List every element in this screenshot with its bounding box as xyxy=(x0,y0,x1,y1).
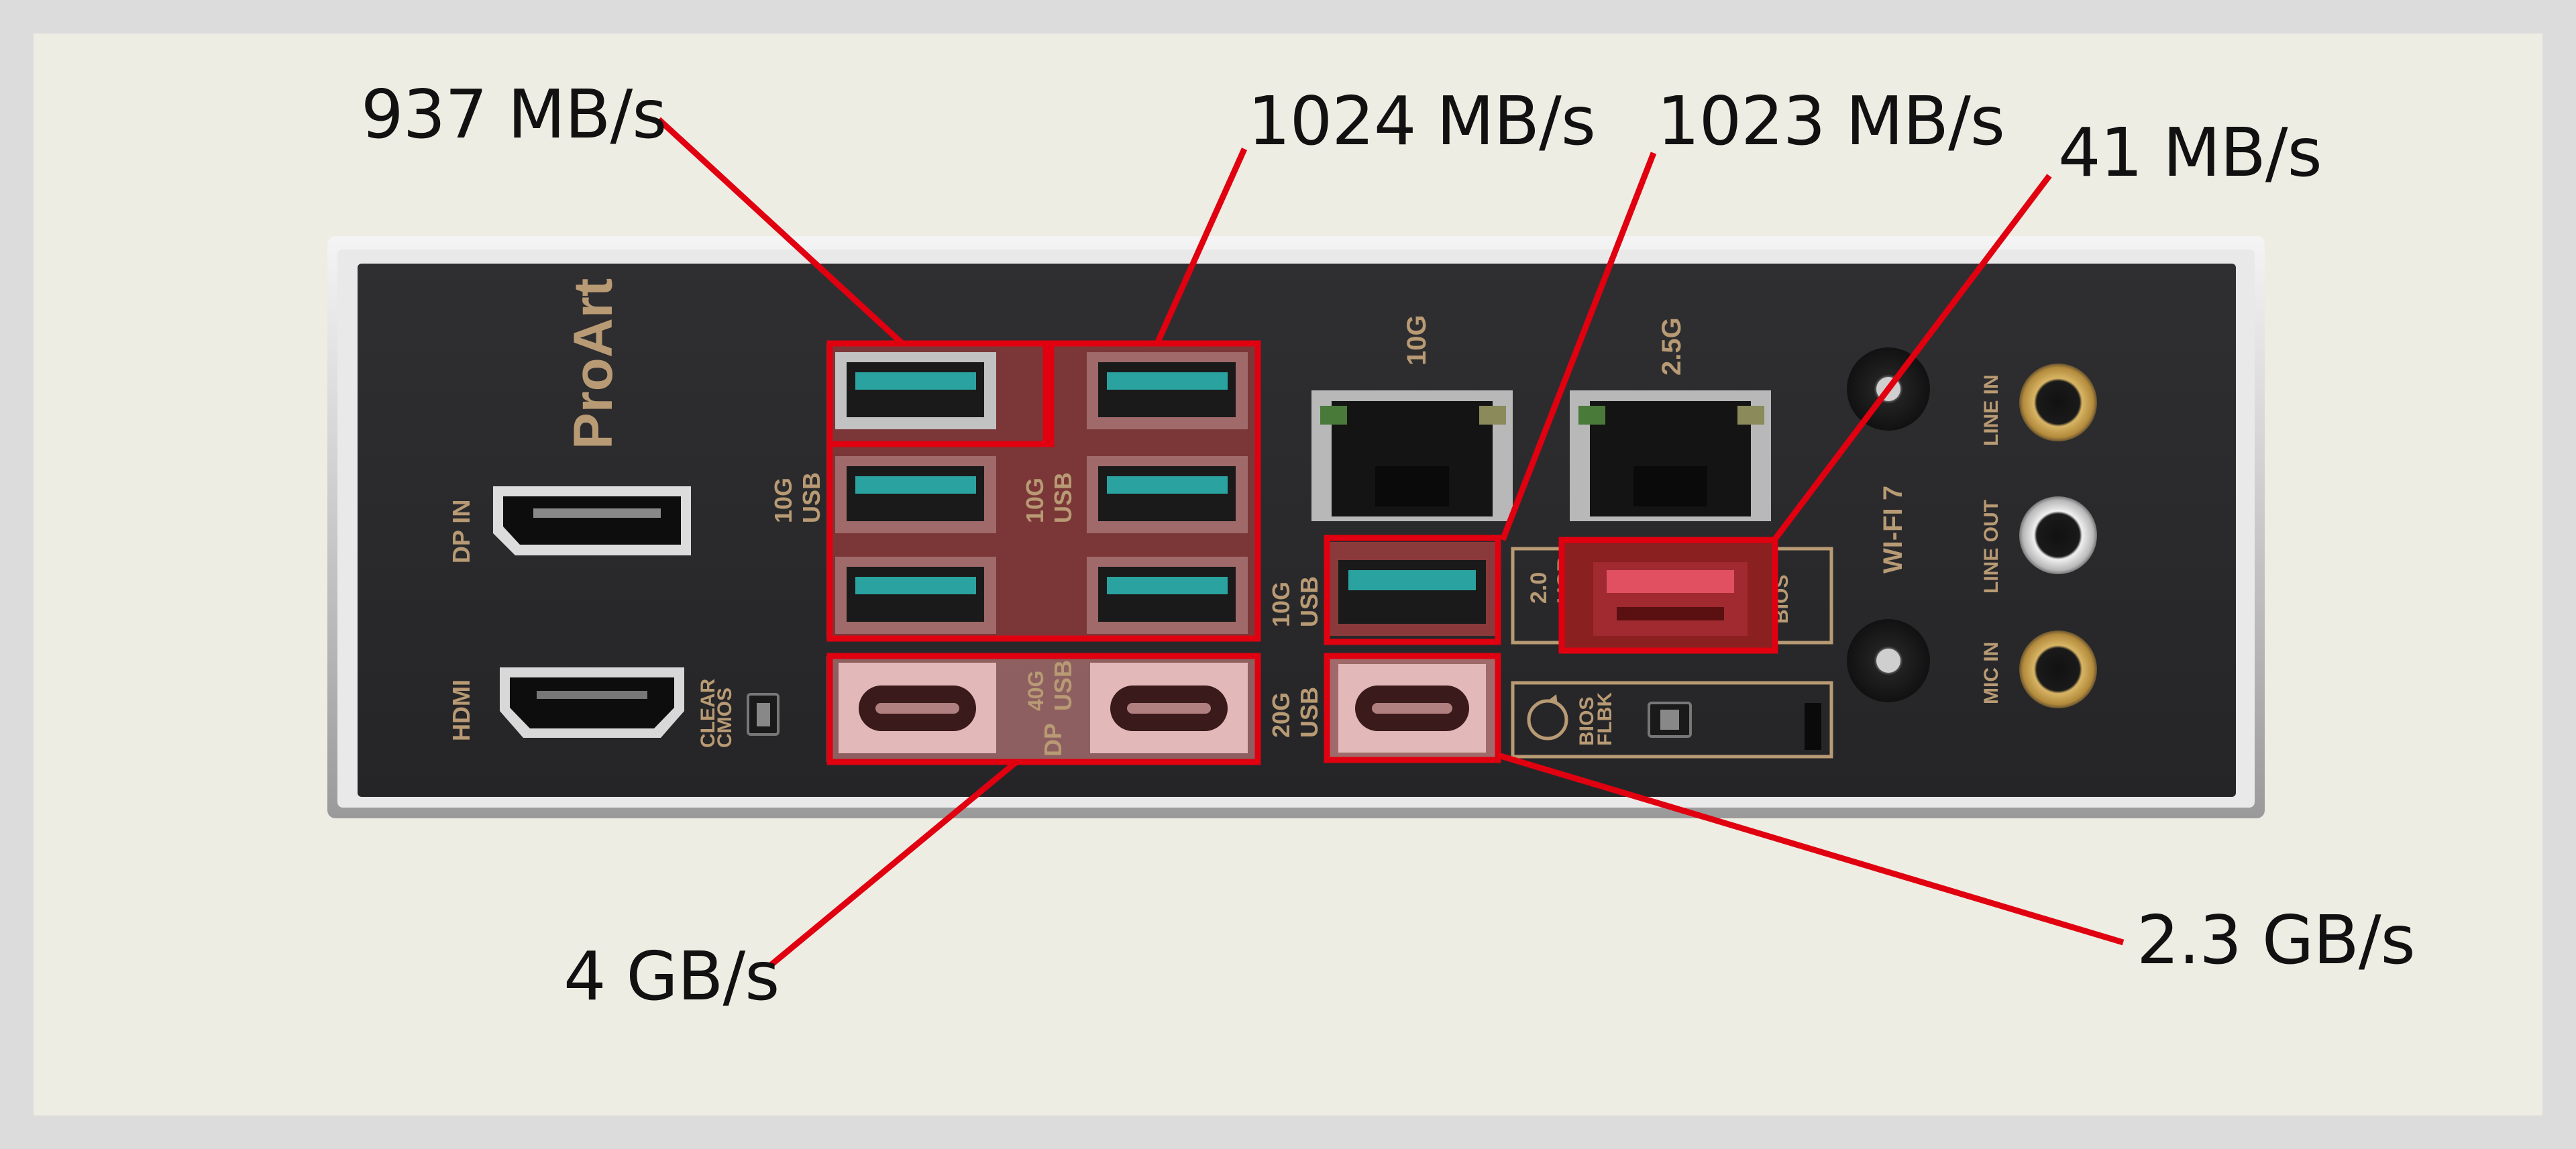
usb-10g-single-label-2: USB xyxy=(1295,576,1323,627)
line-out-label: LINE OUT xyxy=(1980,500,2002,594)
usb-c-40g-port-2[interactable] xyxy=(1090,663,1248,753)
line-out-jack[interactable] xyxy=(2019,496,2097,574)
mic-in-label: MIC IN xyxy=(1980,642,2002,704)
clear-cmos-label-2: CMOS xyxy=(714,688,736,748)
hdmi-label: HDMI xyxy=(447,679,475,741)
highlight-usb-c-20g xyxy=(1324,653,1501,763)
usb-40g-label-1: 40G xyxy=(1024,671,1048,711)
leader-2-3gb xyxy=(1495,751,2125,946)
line-in-label: LINE IN xyxy=(1980,374,2002,446)
usb-c-40g-port-1[interactable] xyxy=(839,663,996,753)
usb-a-10g-single-port[interactable] xyxy=(1327,542,1498,636)
leader-937 xyxy=(656,117,905,346)
clear-cmos-button[interactable] xyxy=(747,693,780,736)
speed-label-1023: 1023 MB/s xyxy=(1657,82,2004,160)
usb-a-block xyxy=(826,343,1258,639)
usb-a-port-5[interactable] xyxy=(835,557,996,634)
wifi-antenna-connector-2[interactable] xyxy=(1847,619,1930,702)
speed-label-4gb: 4 GB/s xyxy=(564,937,779,1016)
leader-41 xyxy=(1772,174,2052,542)
speed-label-41: 41 MB/s xyxy=(2058,113,2322,192)
lan-10g-label: 10G xyxy=(1402,315,1432,366)
usb-10g-left-label-2: USB xyxy=(798,472,825,523)
lan-10g-port[interactable] xyxy=(1311,390,1513,521)
usb-a-port-6[interactable] xyxy=(1087,557,1248,634)
leader-4gb xyxy=(769,759,1018,967)
proart-logo: ProArt xyxy=(563,278,624,449)
bios-flbk-label-2: FLBK xyxy=(1594,692,1616,746)
usb-a-port-2[interactable] xyxy=(1087,352,1248,429)
dp-label: DP xyxy=(1039,723,1067,757)
leader-lines xyxy=(656,117,2125,967)
highlight-boxes xyxy=(826,340,1778,765)
usb-10g-right-label-2: USB xyxy=(1049,472,1077,523)
dp-in-label: DP IN xyxy=(447,500,475,563)
usb-10g-right-label-1: 10G xyxy=(1021,478,1049,523)
usb-10g-left-label-1: 10G xyxy=(769,478,797,523)
usb-20g-label-2: USB xyxy=(1295,687,1323,738)
clear-cmos-label-1: CLEAR xyxy=(697,678,719,748)
speed-label-1024: 1024 MB/s xyxy=(1248,82,1595,160)
bios-led-slot xyxy=(1805,703,1821,750)
usb-2-0-label-1: 2.0 xyxy=(1526,572,1552,604)
usb-20g-label-1: 20G xyxy=(1267,692,1295,738)
highlight-usb-10g-single xyxy=(1324,535,1501,645)
usb-a-port-1[interactable] xyxy=(835,352,996,429)
lan-2-5g-label: 2.5G xyxy=(1657,317,1686,376)
usb-40g-label-2: USB xyxy=(1049,660,1077,711)
mic-in-jack[interactable] xyxy=(2019,631,2097,708)
highlight-usb-2-0 xyxy=(1558,537,1778,654)
speed-label-2-3gb: 2.3 GB/s xyxy=(2137,901,2415,979)
usb-c-40g-block xyxy=(826,656,1258,762)
refresh-icon xyxy=(1527,694,1568,741)
usb-a-port-3[interactable] xyxy=(835,456,996,533)
usb-c-20g-port[interactable] xyxy=(1327,656,1498,760)
bios-flashback-outline xyxy=(1511,681,1833,759)
displayport-in-port[interactable] xyxy=(493,486,691,555)
line-in-jack[interactable] xyxy=(2019,364,2097,441)
usb-a-port-4[interactable] xyxy=(1087,456,1248,533)
usb-a-2-0-port[interactable] xyxy=(1562,540,1775,651)
highlight-usb-c-40g xyxy=(826,653,1261,765)
leader-1024 xyxy=(1154,148,1248,345)
leader-1023 xyxy=(1499,152,1657,541)
usb-10g-single-label-1: 10G xyxy=(1267,582,1295,627)
highlight-usb-10g-group xyxy=(826,340,1261,642)
lan-2-5g-port[interactable] xyxy=(1570,390,1771,521)
speed-label-937: 937 MB/s xyxy=(361,75,666,154)
bios-flashback-button[interactable] xyxy=(1648,702,1692,738)
hdmi-port[interactable] xyxy=(500,667,684,738)
wifi-7-label: WI-FI 7 xyxy=(1878,486,1908,573)
bios-flbk-label-1: BIOS xyxy=(1576,697,1598,746)
